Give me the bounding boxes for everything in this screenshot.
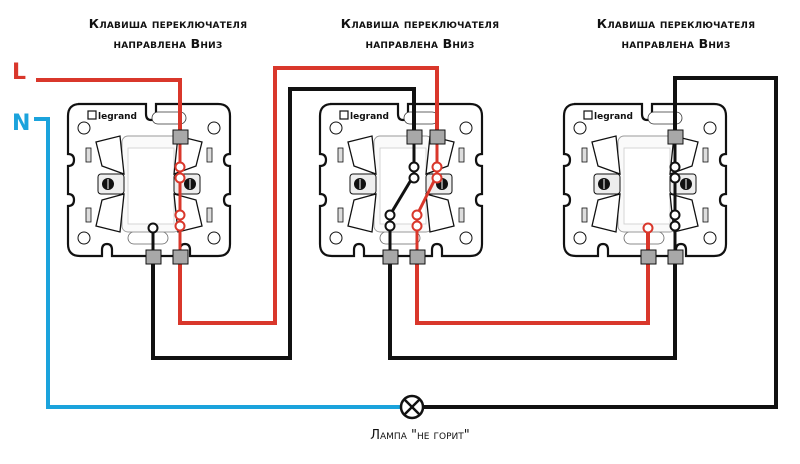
brand-logo-icon (583, 110, 593, 120)
switch-2-caption: Клавиша переключателя направлена Вниз (300, 14, 540, 54)
neutral-label: N (12, 111, 31, 136)
traveler-wire-red-1 (178, 66, 439, 325)
contacts (147, 161, 681, 234)
switch-1-caption-line1: Клавиша переключателя (88, 16, 248, 31)
switch-3-mechanism: legrand (562, 102, 728, 258)
switch-2-caption-line2: направлена Вниз (365, 36, 475, 51)
terminals (145, 129, 684, 265)
switch-1-caption-line2: направлена Вниз (113, 36, 223, 51)
lamp-symbol-icon (399, 394, 425, 420)
switch-2-caption-line1: Клавиша переключателя (340, 16, 500, 31)
lamp-wire (420, 76, 778, 409)
switch-2-brand: legrand (350, 112, 389, 122)
phase-label: L (12, 60, 27, 85)
traveler-wire-black-1 (151, 87, 416, 360)
switch-3-caption-line1: Клавиша переключателя (596, 16, 756, 31)
switch-1-brand: legrand (98, 112, 137, 122)
traveler-wire-red-2 (415, 232, 650, 325)
switch-3-caption: Клавиша переключателя направлена Вниз (556, 14, 796, 54)
switch-3-caption-line2: направлена Вниз (621, 36, 731, 51)
switch-3-brand: legrand (594, 112, 633, 122)
traveler-wire-black-2 (388, 255, 677, 360)
switch-2-mechanism: legrand (318, 102, 484, 258)
lamp-caption: Лампа "не горит" (370, 428, 470, 443)
brand-logo-icon (87, 110, 97, 120)
phase-wire (36, 78, 182, 130)
brand-logo-icon (339, 110, 349, 120)
switch-1-mechanism: legrand (66, 102, 232, 258)
switch-1-caption: Клавиша переключателя направлена Вниз (48, 14, 288, 54)
neutral-wire (34, 117, 404, 409)
